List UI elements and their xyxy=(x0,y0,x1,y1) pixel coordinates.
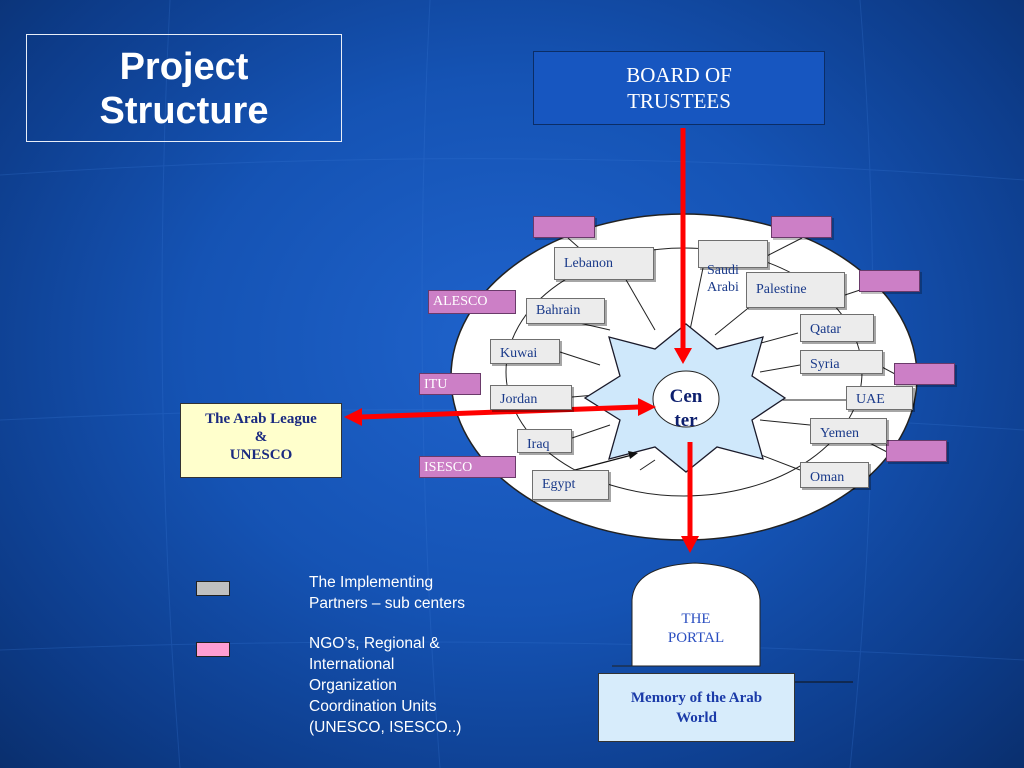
org-box-right-lower xyxy=(886,440,947,462)
country-saudi-arabia-label: Saudi Arabi xyxy=(707,263,739,295)
board-of-trustees-box: BOARD OF TRUSTEES xyxy=(533,51,825,125)
egypt-pointer xyxy=(574,454,633,471)
league-center-arrow xyxy=(359,404,641,420)
org-box-top-left xyxy=(533,216,595,238)
org-alesco: ALESCO xyxy=(428,290,516,314)
org-box-right-upper xyxy=(859,270,920,292)
memory-of-arab-world-box: Memory of the Arab World xyxy=(598,673,795,742)
portal-arch xyxy=(631,562,761,667)
legend-pink-text: NGO’s, Regional & International Organiza… xyxy=(309,635,462,736)
country-bahrain: Bahrain xyxy=(526,298,605,324)
country-qatar-label: Qatar xyxy=(810,322,842,337)
arab-league-label: The Arab League & UNESCO xyxy=(205,411,317,463)
league-arrow-head-left xyxy=(344,408,362,426)
legend-grey-text: The Implementing Partners – sub centers xyxy=(309,574,465,612)
org-alesco-label: ALESCO xyxy=(433,294,488,309)
country-iraq-label: Iraq xyxy=(527,437,550,452)
legend-grey-swatch xyxy=(196,581,230,596)
legend-pink-swatch xyxy=(196,642,230,657)
egypt-pointer-head xyxy=(628,451,638,459)
org-box-top-right xyxy=(771,216,832,238)
country-uae-label: UAE xyxy=(856,392,885,407)
country-oman: Oman xyxy=(800,462,869,488)
org-itu: ITU xyxy=(419,373,481,395)
country-iraq: Iraq xyxy=(517,429,572,453)
country-lebanon: Lebanon xyxy=(554,247,654,280)
league-arrow-head-right xyxy=(638,398,656,416)
board-arrow-head xyxy=(674,348,692,364)
org-isesco-label: ISESCO xyxy=(424,460,473,475)
country-egypt: Egypt xyxy=(532,470,609,500)
org-itu-label: ITU xyxy=(424,377,448,392)
country-kuwait-label: Kuwai xyxy=(500,346,538,361)
slide-title-text: Project Structure xyxy=(99,46,269,132)
country-syria: Syria xyxy=(800,350,883,374)
country-kuwait: Kuwai xyxy=(490,339,560,364)
country-jordan: Jordan xyxy=(490,385,572,410)
country-saudi-arabia: Saudi Arabi xyxy=(698,240,768,295)
country-bahrain-label: Bahrain xyxy=(536,303,581,318)
center-circle xyxy=(652,370,720,428)
portal-arrow-head xyxy=(681,536,699,553)
country-yemen: Yemen xyxy=(810,418,887,444)
arab-league-unesco-box: The Arab League & UNESCO xyxy=(180,403,342,478)
memory-label: Memory of the Arab World xyxy=(630,689,763,726)
country-palestine: Palestine xyxy=(746,272,845,308)
portal-label-text: THE PORTAL xyxy=(667,611,725,646)
org-isesco: ISESCO xyxy=(419,456,516,478)
country-lebanon-label: Lebanon xyxy=(564,256,613,271)
country-egypt-label: Egypt xyxy=(542,477,576,492)
country-syria-label: Syria xyxy=(810,357,840,372)
country-uae: UAE xyxy=(846,386,913,410)
board-label: BOARD OF TRUSTEES xyxy=(626,63,732,113)
org-box-right-middle xyxy=(894,363,955,385)
country-oman-label: Oman xyxy=(810,470,845,485)
country-jordan-label: Jordan xyxy=(500,392,538,407)
center-label-text: Cen ter xyxy=(669,386,703,431)
country-palestine-label: Palestine xyxy=(756,282,807,297)
center-label: Cen ter xyxy=(655,385,717,433)
country-yemen-label: Yemen xyxy=(820,426,860,441)
slide-title: Project Structure xyxy=(26,34,342,142)
country-qatar: Qatar xyxy=(800,314,874,342)
portal-label: THE PORTAL xyxy=(636,610,756,648)
